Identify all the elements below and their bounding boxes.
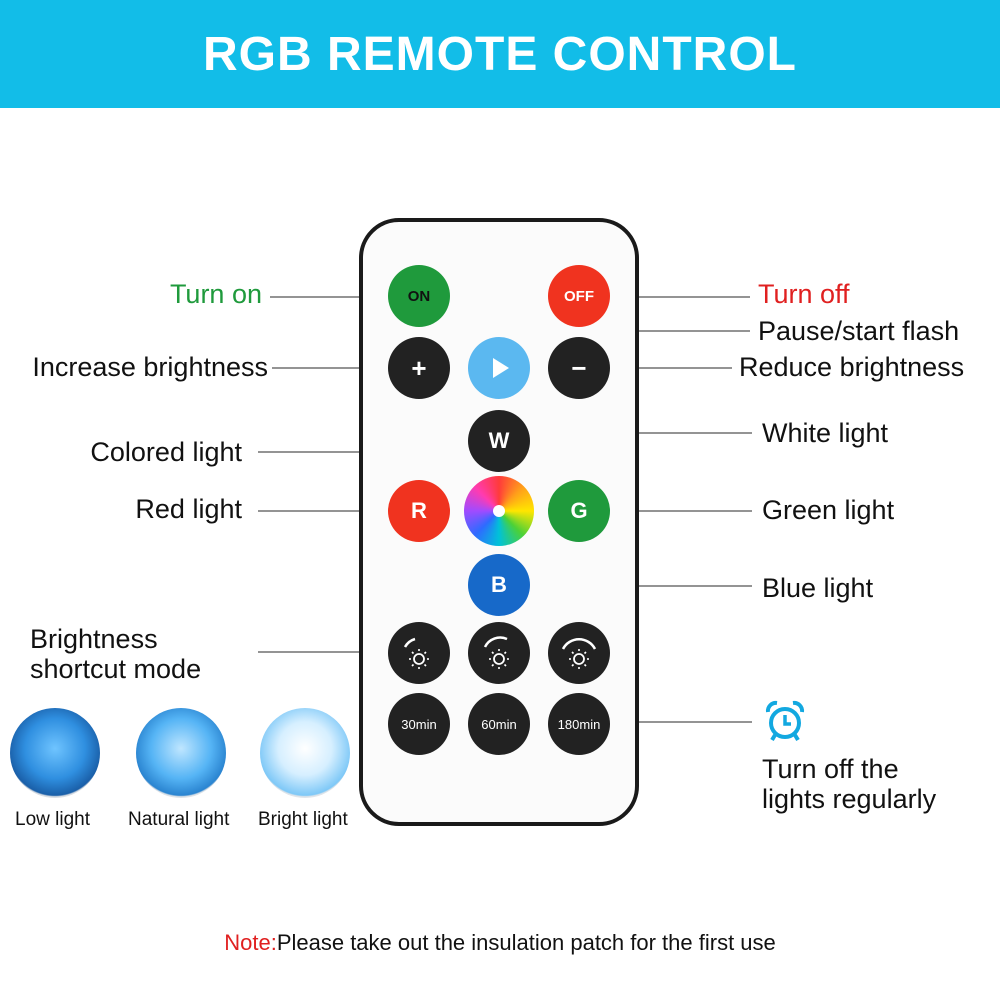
label-turn-off: Turn off xyxy=(758,279,850,309)
label-blue-light: Blue light xyxy=(762,573,874,603)
green-light-button[interactable]: G xyxy=(548,480,610,542)
colored-light-button[interactable] xyxy=(464,476,534,546)
white-light-button[interactable]: W xyxy=(468,410,530,472)
pause-start-flash-button[interactable] xyxy=(468,337,530,399)
header-banner: RGB REMOTE CONTROL xyxy=(0,0,1000,108)
blue-light-button[interactable]: B xyxy=(468,554,530,616)
sun-mid-icon xyxy=(483,636,509,669)
brightness-mid-button[interactable] xyxy=(468,622,530,684)
label-increase-brightness: Increase brightness xyxy=(32,352,268,382)
label-timer-2: lights regularly xyxy=(762,784,937,814)
page-title: RGB REMOTE CONTROL xyxy=(203,27,797,81)
lamp-bright-light xyxy=(260,708,350,798)
caption-natural-light: Natural light xyxy=(128,809,230,830)
alarm-clock-icon xyxy=(765,700,805,742)
sun-low-icon xyxy=(403,637,429,669)
caption-low-light: Low light xyxy=(15,809,90,830)
label-red-light: Red light xyxy=(135,494,242,524)
brightness-high-button[interactable] xyxy=(548,622,610,684)
label-turn-on: Turn on xyxy=(169,279,262,309)
label-reduce-brightness: Reduce brightness xyxy=(739,352,965,382)
label-green-light: Green light xyxy=(762,495,895,525)
label-pause-start-flash: Pause/start flash xyxy=(758,316,960,346)
timer-60min-button[interactable]: 60min xyxy=(468,693,530,755)
label-brightness-shortcut-2: shortcut mode xyxy=(30,654,202,684)
red-light-button[interactable]: R xyxy=(388,480,450,542)
off-button[interactable]: OFF xyxy=(548,265,610,327)
label-brightness-shortcut-1: Brightness xyxy=(30,624,158,654)
lamp-natural-light xyxy=(136,708,226,798)
note-text: Please take out the insulation patch for… xyxy=(276,930,776,955)
play-icon xyxy=(493,358,509,378)
label-white-light: White light xyxy=(762,418,889,448)
brightness-low-button[interactable] xyxy=(388,622,450,684)
timer-180min-button[interactable]: 180min xyxy=(548,693,610,755)
color-wheel-icon xyxy=(493,505,505,517)
note: Note:Please take out the insulation patc… xyxy=(0,930,1000,956)
increase-brightness-button[interactable]: + xyxy=(388,337,450,399)
timer-30min-button[interactable]: 30min xyxy=(388,693,450,755)
reduce-brightness-button[interactable]: − xyxy=(548,337,610,399)
label-colored-light: Colored light xyxy=(90,437,242,467)
sun-high-icon xyxy=(561,638,597,669)
note-prefix: Note: xyxy=(224,930,277,955)
label-timer-1: Turn off the xyxy=(762,754,899,784)
on-button[interactable]: ON xyxy=(388,265,450,327)
lamp-low-light xyxy=(10,708,100,798)
caption-bright-light: Bright light xyxy=(258,809,348,830)
